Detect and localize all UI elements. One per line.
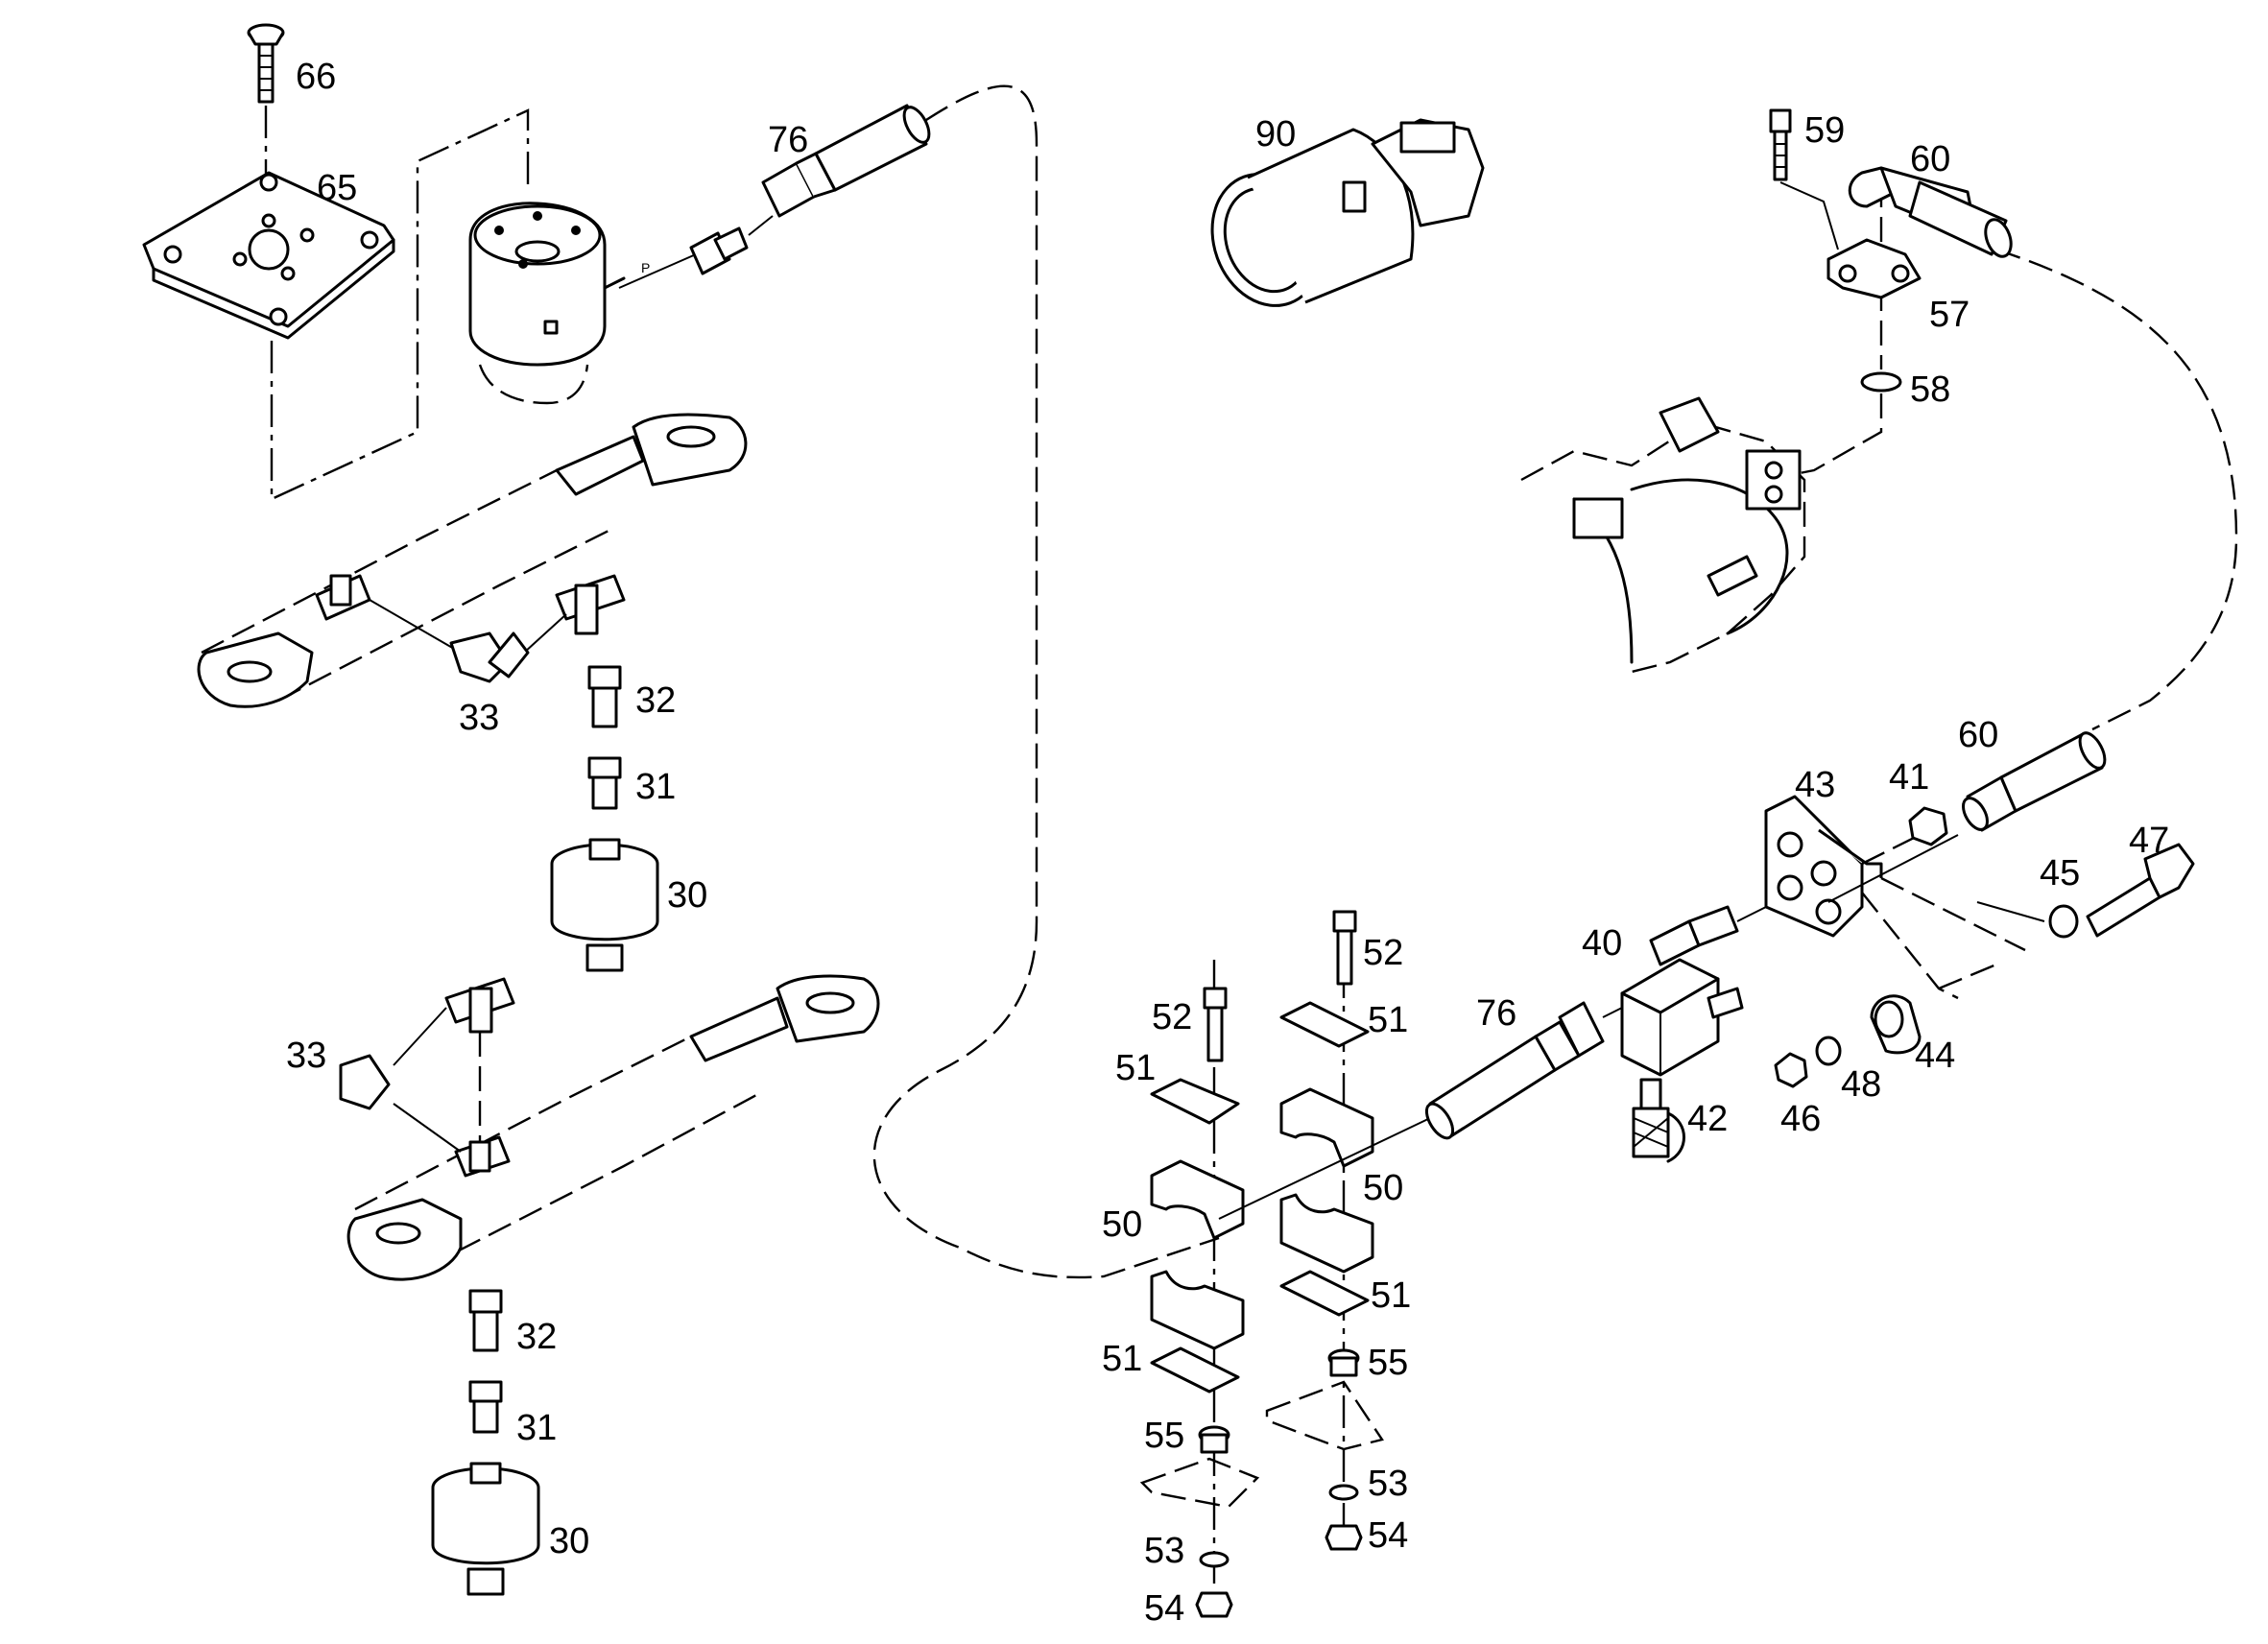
adapter-fitting-top — [689, 226, 749, 275]
callout-40: 40 — [1582, 923, 1622, 964]
cylinder-upper — [197, 413, 748, 708]
tee-fitting-lower-2 — [454, 1135, 511, 1178]
tee-fitting-upper — [315, 574, 371, 621]
callout-33-upper: 33 — [459, 698, 499, 738]
callout-76-top: 76 — [768, 120, 808, 160]
hose-60-top — [1848, 166, 2013, 258]
callout-50-right: 50 — [1363, 1168, 1403, 1208]
callout-90: 90 — [1255, 114, 1296, 155]
steering-unit: P — [468, 202, 650, 405]
plate-51-right-top — [1279, 1001, 1370, 1048]
nut-41 — [1908, 806, 1948, 846]
o-ring-58 — [1860, 371, 1902, 393]
hose-60-bottom — [1962, 731, 2107, 832]
callout-76-bottom: 76 — [1476, 993, 1516, 1034]
callout-57: 57 — [1929, 295, 1970, 335]
callout-31-lower: 31 — [516, 1408, 557, 1448]
spacer-44 — [1870, 994, 1922, 1055]
accumulator-30-upper — [550, 838, 659, 972]
hose-route-line-right — [1995, 248, 2238, 731]
cylinder-lower — [346, 974, 880, 1281]
callout-32-upper: 32 — [635, 680, 676, 721]
callout-41: 41 — [1889, 757, 1929, 798]
washer-45 — [2048, 904, 2079, 939]
callout-55-right: 55 — [1368, 1343, 1408, 1383]
screw-66 — [247, 23, 285, 104]
washer-48 — [1815, 1036, 1842, 1066]
callout-47: 47 — [2129, 821, 2169, 861]
bolt-52-left — [1203, 987, 1228, 1062]
bolt-47 — [2086, 843, 2195, 938]
mounting-plate-65 — [142, 171, 395, 340]
callout-53-left: 53 — [1144, 1531, 1184, 1571]
clamp-50-right-bottom — [1279, 1193, 1374, 1274]
tee-fitting-lower — [444, 977, 515, 1034]
callout-51-right-top: 51 — [1368, 1000, 1408, 1040]
callout-45: 45 — [2040, 853, 2080, 893]
fitting-31-upper — [587, 756, 622, 810]
hose-route-line-left — [872, 84, 1220, 1279]
fitting-31-lower — [468, 1380, 503, 1434]
nut-54-left — [1195, 1591, 1233, 1618]
elbow-33-upper — [449, 631, 530, 683]
grommet-55-right — [1327, 1348, 1360, 1377]
hose-76-bottom — [1424, 1001, 1605, 1140]
hose-76-top — [761, 104, 931, 218]
callout-53-right: 53 — [1368, 1464, 1408, 1504]
callout-52-right: 52 — [1363, 933, 1403, 973]
callout-31-upper: 31 — [635, 767, 676, 807]
tee-fitting-upper-2 — [555, 574, 626, 635]
callout-52-left: 52 — [1152, 997, 1192, 1037]
callout-60-bottom: 60 — [1958, 715, 1998, 755]
callout-58: 58 — [1910, 369, 1950, 410]
motor-90 — [1210, 118, 1485, 307]
callout-51-right-bottom: 51 — [1371, 1275, 1411, 1316]
washer-53-left — [1199, 1551, 1229, 1568]
clamp-50-right-top — [1279, 1087, 1374, 1168]
accumulator-30-lower — [431, 1462, 540, 1596]
clamp-50-left-bottom — [1150, 1270, 1245, 1350]
plate-51-left-bottom — [1150, 1346, 1240, 1394]
callout-42: 42 — [1687, 1099, 1728, 1139]
fitting-32-lower — [468, 1289, 503, 1352]
callout-30-lower: 30 — [549, 1521, 589, 1561]
nut-54-right — [1325, 1524, 1363, 1551]
washer-53-right — [1328, 1484, 1359, 1501]
bolt-52-right — [1332, 910, 1357, 986]
callout-59: 59 — [1804, 110, 1845, 151]
callout-48: 48 — [1841, 1064, 1881, 1105]
test-coupling-42 — [1632, 1078, 1685, 1163]
clamp-50-left-top — [1150, 1159, 1245, 1240]
callout-60-top: 60 — [1910, 139, 1950, 179]
port-label: P — [641, 260, 650, 275]
callout-32-lower: 32 — [516, 1317, 557, 1357]
callout-43: 43 — [1795, 765, 1835, 805]
plate-51-right-bottom — [1279, 1270, 1370, 1317]
callout-55-left: 55 — [1144, 1416, 1184, 1456]
plate-51-left-top — [1150, 1078, 1240, 1125]
callout-66: 66 — [296, 57, 336, 97]
callout-65: 65 — [317, 168, 357, 208]
callout-30-upper: 30 — [667, 875, 707, 916]
grommet-55-left — [1198, 1425, 1230, 1454]
nut-46 — [1774, 1052, 1808, 1088]
callout-54-right: 54 — [1368, 1515, 1408, 1556]
fitting-32-upper — [587, 665, 622, 728]
elbow-33-lower — [339, 1054, 391, 1110]
valve-block-40 — [1620, 905, 1744, 1077]
pump-assembly — [1520, 396, 1806, 674]
flange-57 — [1826, 238, 1922, 299]
callout-54-left: 54 — [1144, 1588, 1184, 1629]
callout-50-left: 50 — [1102, 1204, 1142, 1245]
screw-59 — [1769, 108, 1792, 181]
bracket-43 — [1764, 795, 1883, 938]
callout-51-left-bottom: 51 — [1102, 1339, 1142, 1379]
callout-33-lower: 33 — [286, 1036, 326, 1076]
callout-46: 46 — [1780, 1099, 1821, 1139]
callout-44: 44 — [1915, 1036, 1955, 1076]
callout-51-left-top: 51 — [1115, 1048, 1156, 1088]
